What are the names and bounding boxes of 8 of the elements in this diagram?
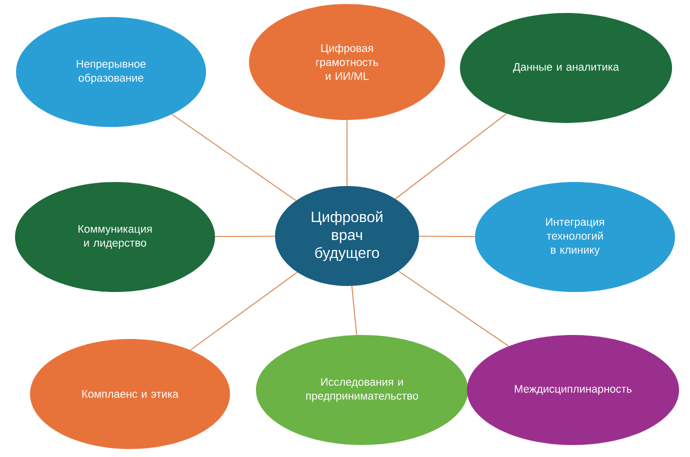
connector-line [190, 272, 298, 350]
connector-line [214, 236, 276, 238]
connector-line [172, 114, 296, 201]
connector-line [351, 286, 358, 336]
connector-line [346, 120, 348, 186]
connector-line [395, 113, 507, 200]
connector-line [418, 236, 476, 238]
connector-line [398, 270, 510, 347]
